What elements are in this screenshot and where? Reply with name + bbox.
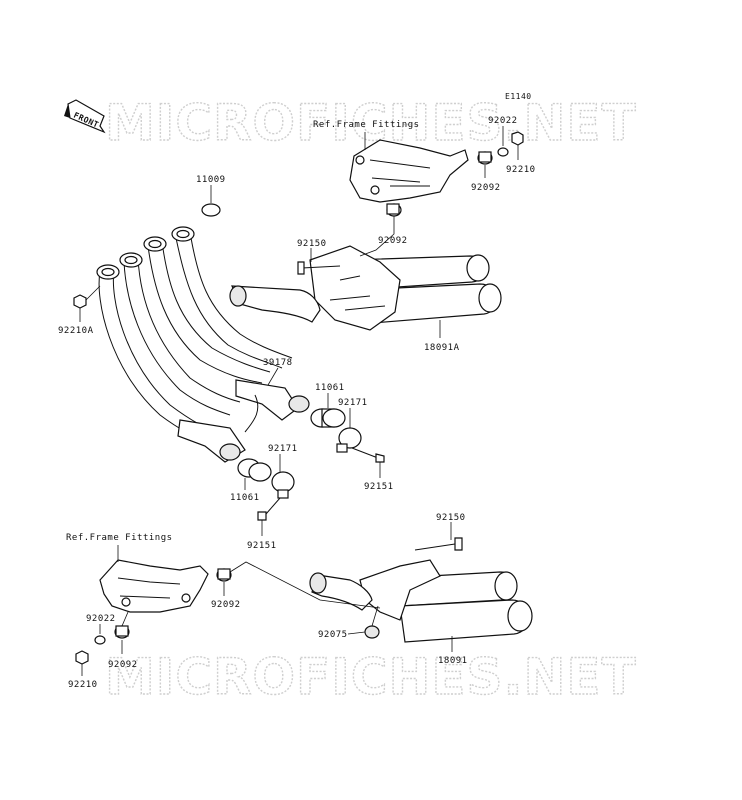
label-39178: 39178 bbox=[263, 358, 293, 368]
label-92092-bottom: 92092 bbox=[108, 660, 138, 670]
label-92092-top-right: 92092 bbox=[471, 183, 501, 193]
label-92022-bottom: 92022 bbox=[86, 614, 116, 624]
muffler-18091[interactable] bbox=[309, 559, 533, 643]
watermark-top: MICROFICHES.NET bbox=[105, 94, 637, 152]
label-18091A: 18091A bbox=[424, 343, 460, 353]
muffler-18091A[interactable] bbox=[229, 245, 502, 331]
bolt-92150-top[interactable] bbox=[297, 261, 341, 275]
collar-92092-bottom[interactable] bbox=[114, 625, 130, 639]
label-11009: 11009 bbox=[196, 175, 226, 185]
nut-92210-top[interactable] bbox=[511, 131, 524, 146]
cap-92075[interactable] bbox=[364, 625, 380, 639]
label-92022-top: 92022 bbox=[488, 116, 518, 126]
frame-bracket-top[interactable] bbox=[349, 139, 469, 203]
sleeve-11061-right[interactable] bbox=[310, 408, 346, 428]
watermark-bottom: MICROFICHES.NET bbox=[105, 648, 637, 706]
washer-92022-bottom[interactable] bbox=[94, 635, 106, 645]
sleeve-11061-left[interactable] bbox=[237, 458, 272, 482]
front-arrow-icon: FRONT bbox=[64, 99, 106, 134]
clamp-92171-left[interactable] bbox=[271, 471, 295, 499]
label-92171-right: 92171 bbox=[338, 398, 368, 408]
label-92092-bottom-right: 92092 bbox=[211, 600, 241, 610]
header-pipes bbox=[96, 226, 310, 463]
label-92150-top: 92150 bbox=[297, 239, 327, 249]
ref-label-bottom: Ref.Frame Fittings bbox=[66, 533, 173, 543]
label-92171-left: 92171 bbox=[268, 444, 298, 454]
clamp-92171-right[interactable] bbox=[336, 427, 362, 453]
nut-92210-bottom[interactable] bbox=[75, 650, 89, 665]
collar-92092-bottom-right[interactable] bbox=[216, 568, 232, 582]
diagram-code: E1140 bbox=[505, 92, 532, 101]
bolt-92151-right[interactable] bbox=[351, 447, 385, 463]
label-11061-right: 11061 bbox=[315, 383, 345, 393]
label-92075: 92075 bbox=[318, 630, 348, 640]
bolt-92150-bottom[interactable] bbox=[414, 537, 463, 551]
collar-92092-top-right[interactable] bbox=[477, 151, 493, 165]
label-92092-top: 92092 bbox=[378, 236, 408, 246]
label-92150-bottom: 92150 bbox=[436, 513, 466, 523]
label-92151-right: 92151 bbox=[364, 482, 394, 492]
label-92210-top: 92210 bbox=[506, 165, 536, 175]
label-11061-left: 11061 bbox=[230, 493, 260, 503]
label-92210A: 92210A bbox=[58, 326, 94, 336]
washer-92022-top[interactable] bbox=[497, 147, 509, 157]
label-92151-left: 92151 bbox=[247, 541, 277, 551]
gasket-11009[interactable] bbox=[201, 203, 221, 217]
collar-92092-top[interactable] bbox=[386, 203, 402, 217]
label-92210-bottom: 92210 bbox=[68, 680, 98, 690]
nut-92210A[interactable] bbox=[73, 294, 87, 309]
ref-label-top: Ref.Frame Fittings bbox=[313, 120, 420, 130]
label-18091: 18091 bbox=[438, 656, 468, 666]
frame-bracket-bottom[interactable] bbox=[99, 559, 209, 613]
bolt-92151-left[interactable] bbox=[257, 497, 281, 521]
